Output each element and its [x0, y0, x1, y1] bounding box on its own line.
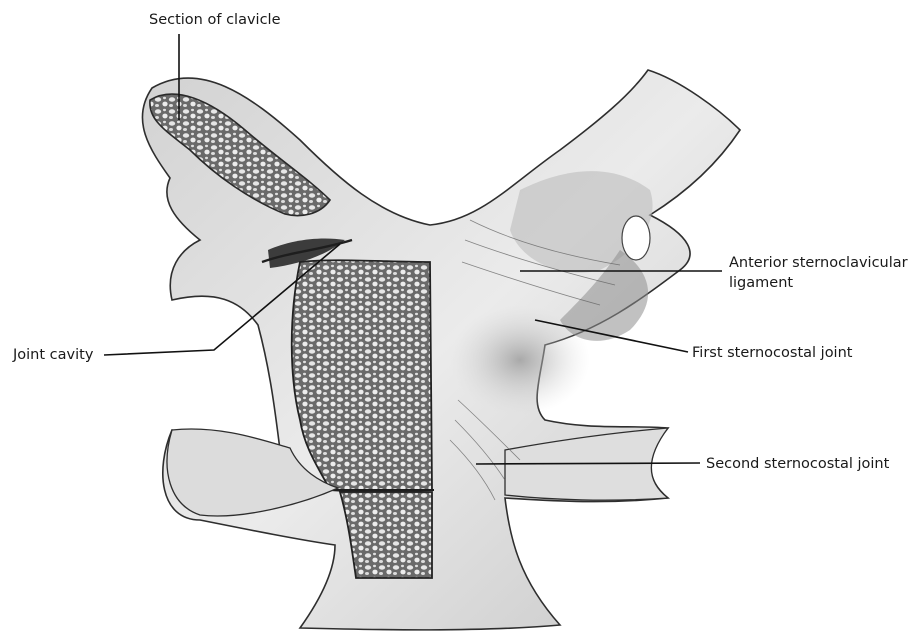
manubrium-section: [292, 260, 432, 491]
leader-second-sternocostal: [476, 463, 700, 464]
label-anterior-sternoclavicular-line1: Anterior sternoclavicular: [729, 254, 908, 272]
label-joint-cavity: Joint cavity: [13, 346, 93, 364]
sternum-body-section: [340, 492, 432, 578]
right-foramen: [622, 216, 650, 260]
label-section-of-clavicle: Section of clavicle: [149, 11, 280, 29]
label-anterior-sternoclavicular-line2: ligament: [729, 274, 793, 292]
label-second-sternocostal-joint: Second sternocostal joint: [706, 455, 889, 473]
label-first-sternocostal-joint: First sternocostal joint: [692, 344, 852, 362]
